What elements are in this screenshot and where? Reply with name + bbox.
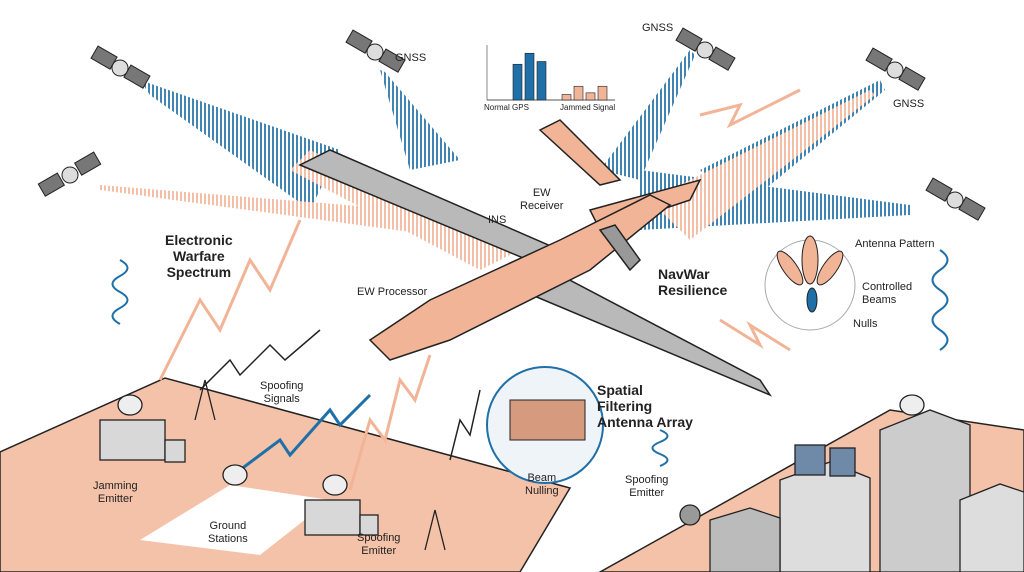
ground-stations-label: Ground Stations bbox=[208, 520, 248, 545]
satellite-beams bbox=[100, 50, 910, 270]
satellite-icons bbox=[37, 27, 986, 221]
beam-nulling-label: Beam Nulling bbox=[525, 472, 559, 497]
city-buildings bbox=[709, 409, 1024, 572]
jamming-emitter-label: Jamming Emitter bbox=[93, 480, 138, 505]
chart-bar-jammed-signal bbox=[561, 94, 572, 101]
chart-bar-normal-gps bbox=[512, 63, 523, 101]
antenna-array-detail bbox=[486, 366, 604, 484]
chart-legend-normal-gps: Normal GPS bbox=[484, 103, 529, 112]
controlled-beams-label: Controlled Beams bbox=[862, 281, 913, 306]
navwar-resilience-label: NavWar Resilience bbox=[658, 266, 728, 298]
ground-left bbox=[0, 377, 572, 572]
gnss-label: GNSS bbox=[893, 98, 925, 110]
chart-bar-jammed-signal bbox=[597, 85, 608, 101]
antenna-pattern-label: Antenna Pattern bbox=[855, 238, 935, 250]
nulls-label: Nulls bbox=[853, 318, 878, 330]
gnss-label: GNSS bbox=[395, 52, 427, 64]
drone bbox=[298, 119, 773, 397]
spoofing-emitter-label: Spoofing Emitter bbox=[625, 474, 669, 499]
ew-receiver-label: EW Receiver bbox=[520, 187, 564, 212]
ew-spectrum-label: Electronic Warfare Spectrum bbox=[165, 232, 233, 280]
jamming-signals bbox=[111, 88, 949, 491]
chart-bar-jammed-signal bbox=[585, 92, 596, 101]
spatial-filtering-label: Spatial Filtering Antenna Array bbox=[597, 382, 693, 430]
ins-label: INS bbox=[488, 214, 507, 226]
chart-bar-jammed-signal bbox=[573, 85, 584, 101]
spoofing-signals-label: Spoofing Signals bbox=[260, 380, 304, 405]
gnss-label: GNSS bbox=[642, 22, 674, 34]
ground-equipment bbox=[99, 379, 925, 551]
chart-bar-normal-gps bbox=[536, 61, 547, 101]
antenna-pattern-diagram bbox=[764, 235, 856, 331]
ew-processor-label: EW Processor bbox=[357, 286, 428, 298]
spoofing-emitter-label: Spoofing Emitter bbox=[357, 532, 401, 557]
chart-bar-normal-gps bbox=[524, 52, 535, 101]
runway bbox=[140, 485, 330, 555]
chart-legend-jammed-signal: Jammed Signal bbox=[560, 103, 616, 112]
gps-signal-chart bbox=[486, 45, 615, 101]
